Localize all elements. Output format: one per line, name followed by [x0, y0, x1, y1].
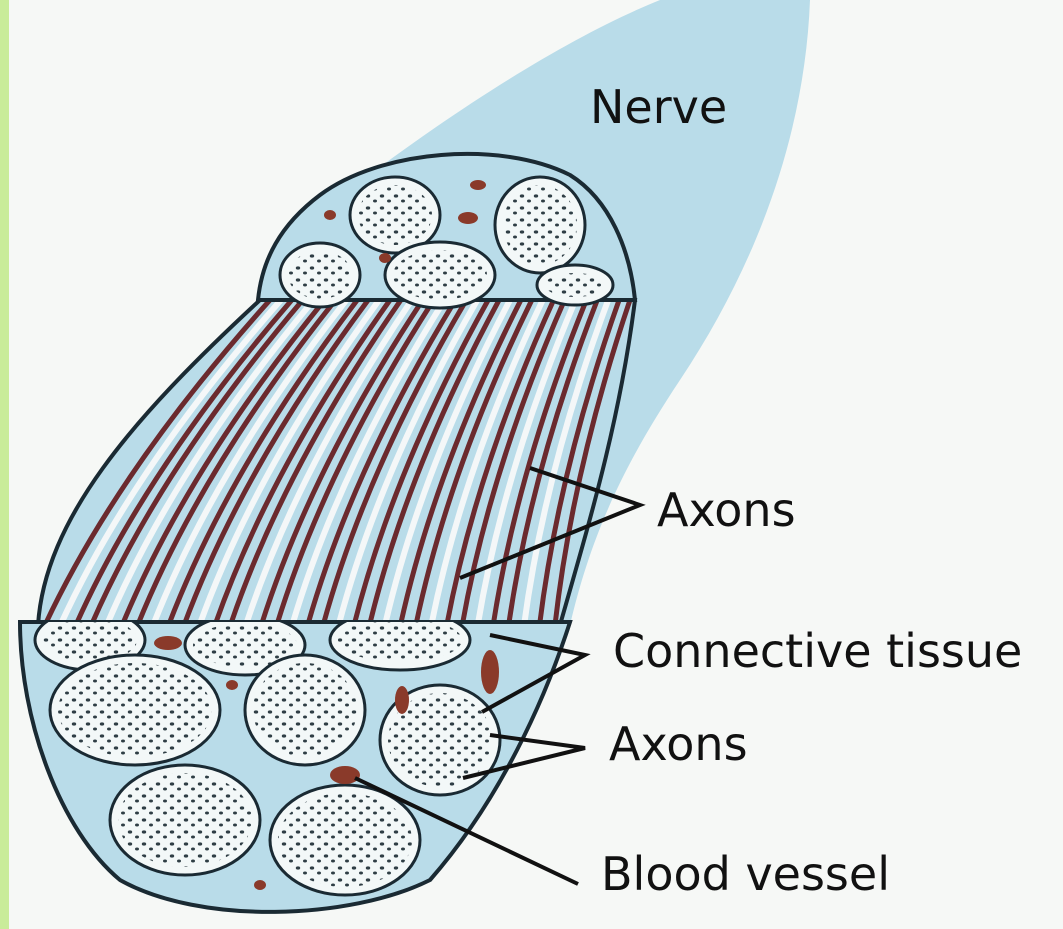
axons-label-top: Axons [657, 487, 796, 533]
fascicle-axons [393, 250, 487, 300]
fascicle-axons [278, 793, 412, 887]
fascicle-axons [118, 773, 252, 867]
nerve-label: Nerve [590, 84, 727, 130]
blood-vessel [226, 680, 238, 690]
blood-vessel [481, 650, 499, 694]
axons-label-bottom: Axons [609, 721, 748, 767]
blood-vessel [470, 180, 486, 190]
blood-vessel [324, 210, 336, 220]
fascicle-axons [358, 185, 432, 245]
blood-vessel [379, 253, 391, 263]
blood-vessel [330, 766, 360, 784]
blood-vessel [395, 686, 409, 714]
connective-tissue-label: Connective tissue [613, 628, 1022, 674]
fascicle-axons [545, 273, 605, 297]
fascicle-axons [253, 663, 357, 757]
blood-vessel-label: Blood vessel [601, 851, 890, 897]
fascicle-axons [288, 251, 352, 299]
blood-vessel [458, 212, 478, 224]
fascicle-axons [503, 185, 577, 265]
fascicle-axons [338, 618, 462, 662]
fascicle-axons [58, 663, 212, 757]
blood-vessel [254, 880, 266, 890]
blood-vessel [154, 636, 182, 650]
